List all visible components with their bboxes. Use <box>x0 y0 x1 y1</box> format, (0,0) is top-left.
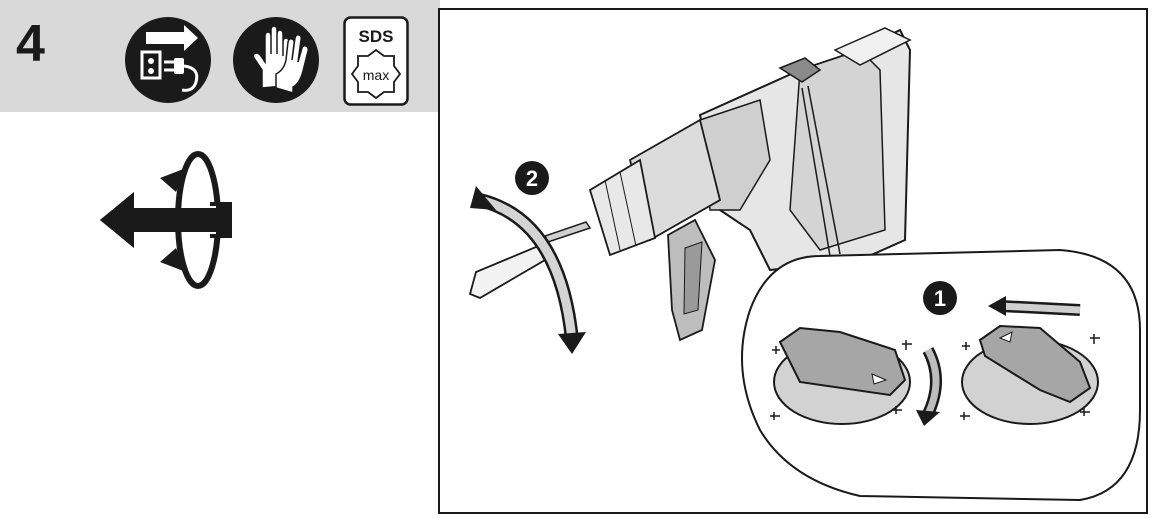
callout-2: 2 <box>515 161 549 195</box>
protective-gloves-icon <box>233 17 319 103</box>
sds-label: SDS <box>359 27 394 46</box>
max-label: max <box>363 67 389 83</box>
sds-max-badge-icon: SDS max <box>343 16 409 106</box>
callout-1-label: 1 <box>934 286 946 311</box>
callout-2-label: 2 <box>526 166 538 191</box>
hammer-drill-illustration: 2 1 <box>468 27 1141 502</box>
mode-knob-detail-bubble: 1 <box>741 248 1141 502</box>
chisel-rotation-symbol-icon <box>100 151 232 289</box>
callout-1: 1 <box>923 281 957 315</box>
step-number: 4 <box>16 15 45 73</box>
rotary-hammer-drawing <box>468 27 912 342</box>
illustration-frame: 2 1 <box>438 8 1148 514</box>
unplug-power-icon <box>125 17 211 103</box>
